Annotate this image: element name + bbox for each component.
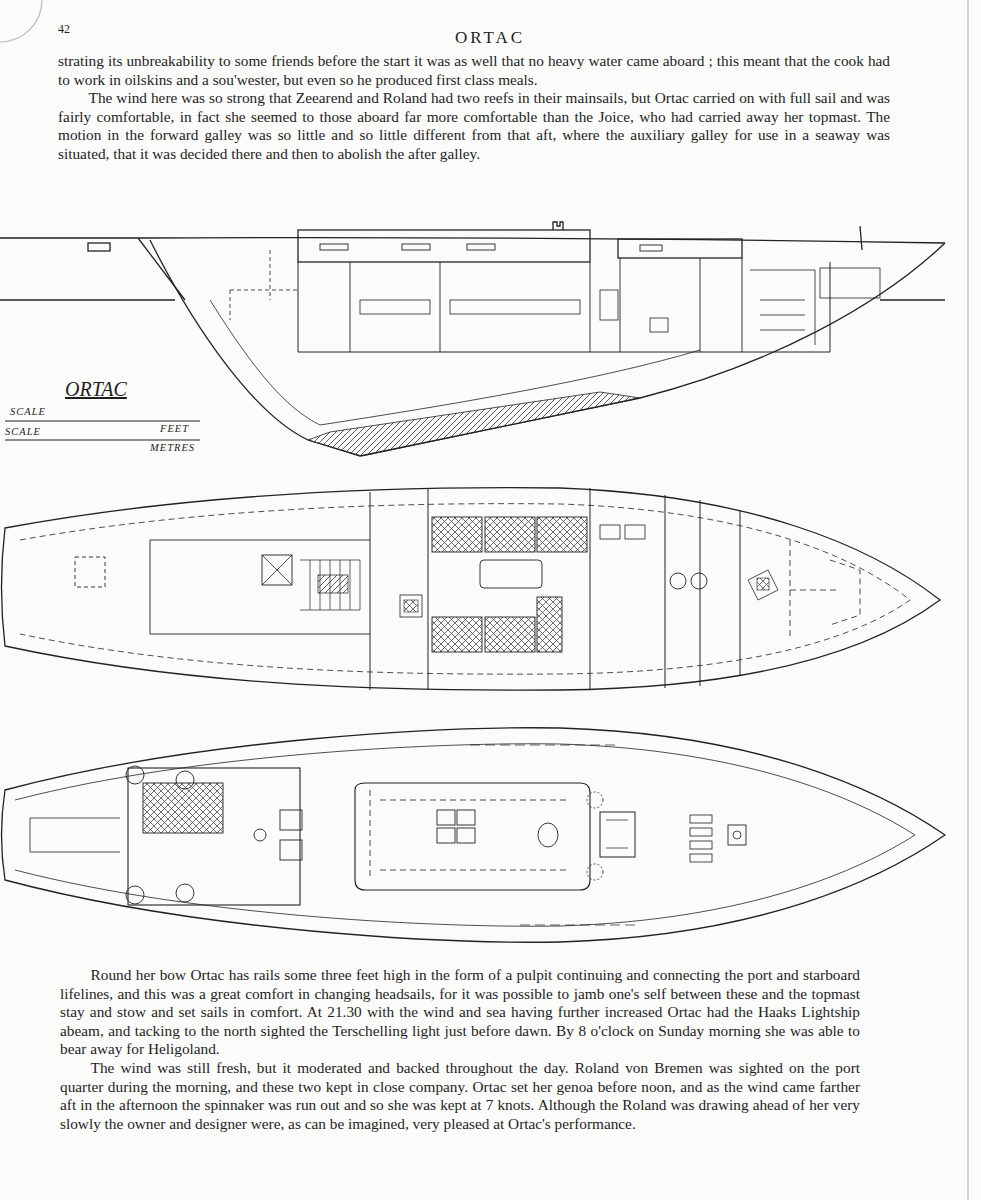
deck-plan (2, 728, 946, 942)
accommodation-plan (75, 557, 105, 587)
profile-drawing (210, 300, 700, 425)
deck-plan (15, 744, 915, 926)
profile-drawing (860, 226, 862, 250)
accommodation-plan (262, 555, 292, 585)
accommodation-plan (400, 595, 422, 617)
deck-plan (128, 768, 300, 905)
profile-drawing (820, 268, 880, 298)
accommodation-plan (318, 575, 348, 593)
deck-plan (606, 820, 628, 848)
profile-drawing (320, 244, 348, 250)
accommodation-plan (432, 517, 482, 552)
accommodation-plan (670, 573, 686, 589)
deck-plan (690, 828, 712, 836)
accommodation-plan (2, 488, 941, 690)
deck-plan (176, 884, 194, 902)
deck-plan (690, 841, 712, 849)
accommodation-plan (537, 597, 562, 652)
profile-drawing (450, 300, 580, 314)
profile-drawing (880, 299, 945, 300)
running-header: ORTAC (390, 28, 590, 48)
deck-plan (280, 840, 302, 860)
accommodation-plan (300, 560, 360, 610)
profile-drawing (467, 244, 495, 250)
deck-plan (600, 812, 635, 857)
drawing-title: ORTAC (65, 378, 185, 401)
page-edge (967, 0, 968, 1200)
deck-plan (587, 792, 603, 808)
profile-drawing (0, 299, 175, 300)
profile-drawing (150, 240, 945, 456)
deck-plan (30, 818, 120, 852)
accommodation-plan (625, 525, 645, 539)
accommodation-plan (150, 540, 370, 634)
page-number: 42 (58, 22, 98, 37)
scale-label: SCALE (5, 426, 65, 437)
profile-drawing (230, 250, 298, 320)
profile-drawing (88, 243, 110, 251)
accommodation-plan (485, 517, 535, 552)
deck-plan (457, 810, 475, 825)
profile-drawing (402, 244, 430, 250)
deck-plan (254, 829, 266, 841)
deck-plan (2, 728, 946, 942)
deck-plan (728, 825, 746, 845)
body-paragraph: The wind here was so strong that Zeearen… (58, 89, 890, 163)
accommodation-plan (600, 525, 620, 539)
profile-drawing (0, 222, 945, 456)
deck-plan (176, 771, 194, 789)
accommodation-plan (691, 573, 707, 589)
deck-plan (538, 823, 558, 847)
accommodation-plan (485, 617, 535, 652)
scale-label: SCALE (10, 406, 70, 417)
deck-plan (143, 783, 223, 833)
profile-drawing (750, 270, 815, 345)
deck-plan (280, 810, 302, 830)
accommodation-plan (748, 570, 778, 600)
deck-plan (437, 810, 455, 825)
accommodation-plan (262, 555, 292, 585)
body-paragraph: strating its unbreakability to some frie… (58, 52, 890, 89)
profile-drawing (350, 258, 742, 352)
body-paragraph: The wind was still fresh, but it moderat… (60, 1059, 860, 1133)
profile-drawing (640, 245, 662, 251)
accommodation-plan (480, 560, 542, 588)
profile-drawing (600, 290, 618, 320)
body-paragraph: Round her bow Ortac has rails some three… (60, 966, 860, 1059)
profile-drawing (298, 262, 830, 352)
profile-drawing (308, 392, 640, 456)
profile-drawing (553, 222, 563, 230)
accommodation-plan (2, 488, 941, 690)
deck-plan (126, 766, 144, 784)
profile-drawing (138, 238, 185, 300)
deck-plan (470, 745, 640, 925)
deck-plan (126, 886, 144, 904)
deck-plan (355, 783, 590, 890)
deck-plan (690, 815, 712, 823)
deck-plan (457, 828, 475, 843)
profile-drawing (298, 230, 590, 262)
profile-drawing (360, 300, 430, 314)
profile-drawing (618, 239, 742, 258)
deck-plan (370, 790, 570, 880)
deck-plan (733, 831, 741, 839)
accommodation-plan (757, 578, 769, 590)
page-edge (0, 0, 42, 42)
accommodation-plan (20, 504, 910, 674)
accommodation-plan (790, 540, 860, 640)
scale-unit: METRES (150, 442, 210, 453)
deck-plan (437, 828, 455, 843)
accommodation-plan (370, 488, 740, 690)
deck-plan (587, 864, 603, 880)
accommodation-plan (537, 517, 587, 552)
accommodation-plan (404, 600, 418, 612)
profile-drawing (650, 318, 668, 332)
accommodation-plan (432, 617, 482, 652)
scale-unit: FEET (160, 423, 210, 434)
deck-plan (690, 854, 712, 862)
